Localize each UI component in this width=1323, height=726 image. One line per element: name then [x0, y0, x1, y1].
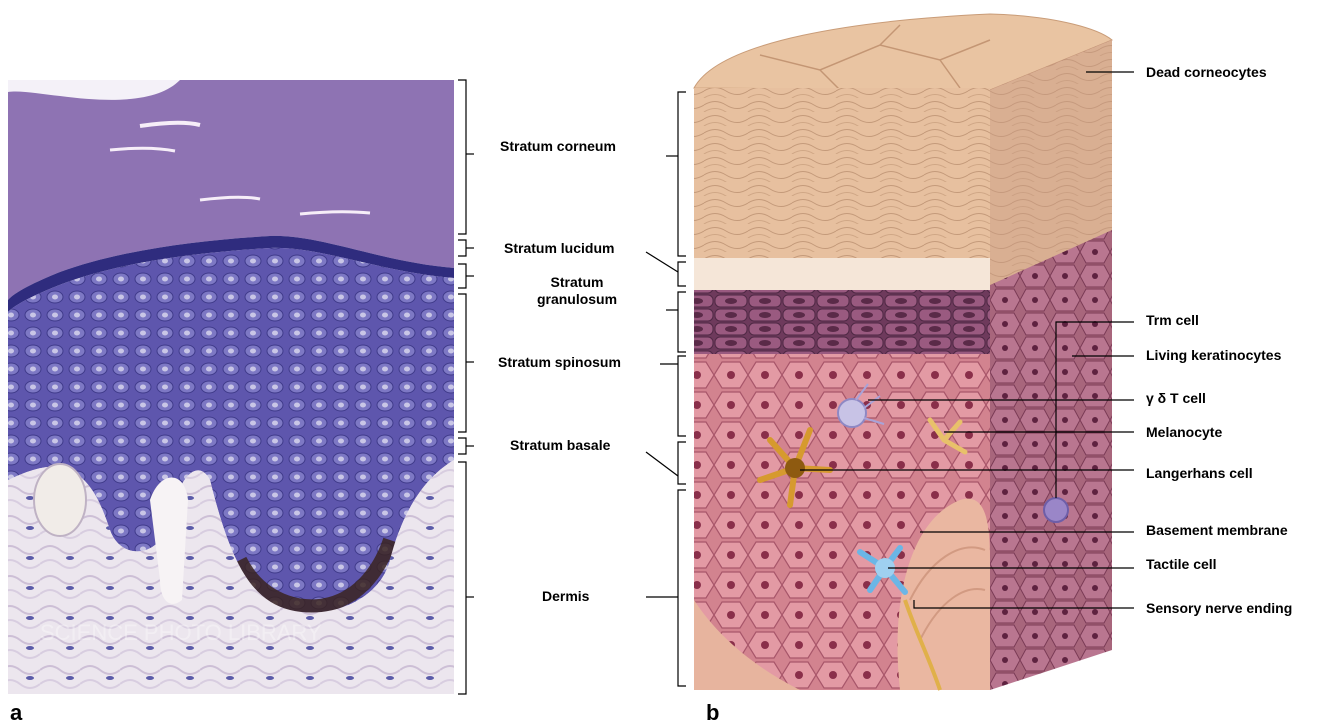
- label-dead-corneocytes: Dead corneocytes: [1146, 64, 1267, 81]
- label-stratum-spinosum: Stratum spinosum: [498, 354, 621, 371]
- label-stratum-granulosum: Stratum granulosum: [522, 274, 632, 308]
- label-trm-cell: Trm cell: [1146, 312, 1199, 329]
- label-stratum-corneum: Stratum corneum: [500, 138, 616, 155]
- label-tactile-cell: Tactile cell: [1146, 556, 1217, 573]
- panel-letter-b: b: [706, 700, 719, 726]
- label-gamma-delta-t-cell: γ δ T cell: [1146, 390, 1206, 407]
- label-living-keratinocytes: Living keratinocytes: [1146, 347, 1281, 364]
- panel-letter-a: a: [10, 700, 22, 726]
- label-basement-membrane: Basement membrane: [1146, 522, 1288, 539]
- label-stratum-granulosum-line2: granulosum: [522, 291, 632, 308]
- label-sensory-nerve-ending: Sensory nerve ending: [1146, 600, 1292, 617]
- label-stratum-lucidum: Stratum lucidum: [504, 240, 614, 257]
- label-langerhans-cell: Langerhans cell: [1146, 465, 1253, 482]
- label-melanocyte: Melanocyte: [1146, 424, 1222, 441]
- label-dermis: Dermis: [542, 588, 589, 605]
- label-stratum-basale: Stratum basale: [510, 437, 610, 454]
- label-stratum-granulosum-line1: Stratum: [522, 274, 632, 291]
